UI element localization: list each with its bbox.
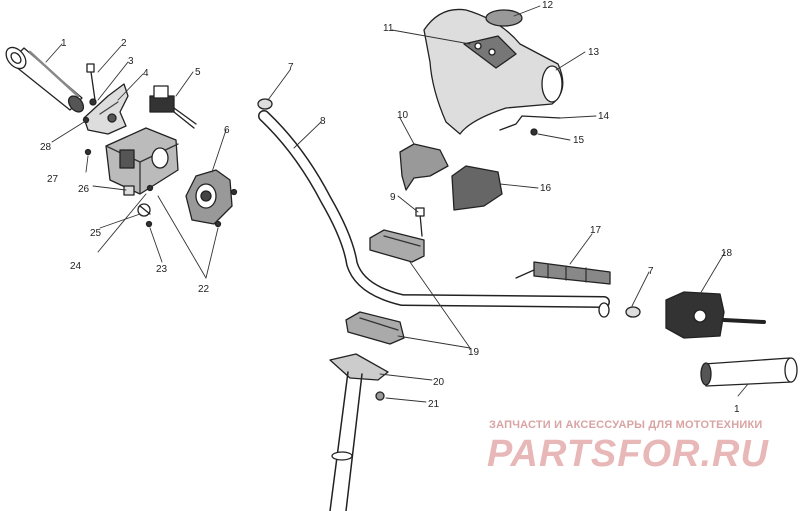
clamp-bolt [415,207,425,237]
mount-plate [329,353,389,381]
throttle-housing [105,127,179,195]
callout-22: 22 [198,284,210,295]
callout-1-right: 1 [734,404,740,415]
lever-bracket [83,83,129,135]
lower-cover [451,165,503,211]
callout-26: 26 [78,184,90,195]
callout-4: 4 [143,68,149,79]
switch-part [149,85,197,129]
bar-clamp-upper [369,229,425,263]
screw-part-15 [530,128,538,136]
callout-6: 6 [224,125,230,136]
callout-24: 24 [70,261,82,272]
callout-19: 19 [468,347,480,358]
callout-8: 8 [320,116,326,127]
callout-13: 13 [588,47,600,58]
callout-7: 7 [288,62,294,73]
left-grip [5,46,85,113]
callout-2: 2 [121,38,127,49]
emblem [485,9,523,27]
leader-lines [45,5,749,403]
bar-clamp-lower [345,311,405,345]
small-hardware [82,116,238,228]
callout-11: 11 [383,23,394,34]
callout-21: 21 [428,399,440,410]
handlebar-pod [423,8,564,135]
callout-15: 15 [573,135,585,146]
callout-16: 16 [540,183,552,194]
wire-harness [499,115,561,131]
callout-14: 14 [598,111,610,122]
nut-part-21 [375,391,385,401]
callout-9: 9 [390,192,396,203]
callout-20: 20 [433,377,445,388]
callout-5: 5 [195,67,201,78]
brake-lever-assembly [665,291,766,339]
callout-18: 18 [721,248,733,259]
upper-cover [399,143,449,191]
housing-cover [185,169,233,225]
callout-labels: 1 2 3 4 5 6 7 8 9 10 11 12 13 14 15 16 1… [40,0,740,415]
callout-23: 23 [156,264,168,275]
heated-grip [515,261,611,285]
handlebar [258,110,610,318]
watermark: ЗАПЧАСТИ И АКСЕССУАРЫ ДЛЯ МОТОТЕХНИКИ PA… [487,419,769,475]
callout-3: 3 [128,56,134,67]
callout-27: 27 [47,174,59,185]
screw-part [86,63,96,101]
bar-end-cap-right [625,306,641,318]
callout-7-right: 7 [648,266,654,277]
callout-25: 25 [90,228,102,239]
callout-12: 12 [542,0,554,11]
callout-28: 28 [40,142,52,153]
right-grip [700,357,798,387]
steering-column [329,371,363,511]
watermark-logo: PARTSFOR.RU [487,433,769,475]
watermark-text: ЗАПЧАСТИ И АКСЕССУАРЫ ДЛЯ МОТОТЕХНИКИ [489,419,762,431]
callout-17: 17 [590,225,602,236]
callout-1: 1 [61,38,67,49]
callout-10: 10 [397,110,409,121]
nut-part [89,98,97,106]
bar-end-cap-left [257,98,273,110]
